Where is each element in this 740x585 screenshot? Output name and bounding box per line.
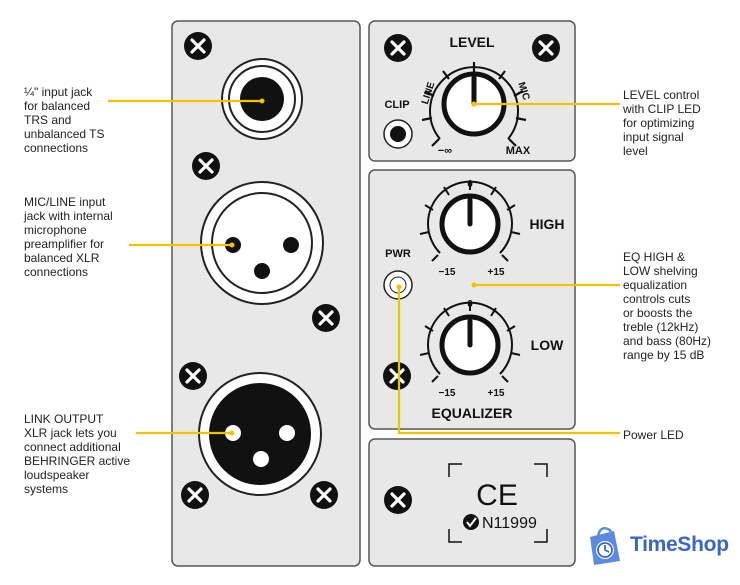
low-label: LOW xyxy=(531,337,564,353)
clip-label: CLIP xyxy=(384,99,409,111)
screw-icon xyxy=(530,32,562,64)
high-label: HIGH xyxy=(530,216,565,232)
screw-icon xyxy=(190,150,222,182)
xlr-input-jack[interactable] xyxy=(200,181,324,305)
callout-eq: EQ HIGH & LOW shelving equalization cont… xyxy=(623,250,712,362)
low-eq-knob[interactable] xyxy=(419,301,521,383)
high-eq-knob[interactable] xyxy=(419,180,521,262)
level-min-label: −∞ xyxy=(438,145,452,157)
mic-label: MIC xyxy=(515,81,531,102)
high-min-label: −15 xyxy=(439,267,456,278)
xlr-link-output-jack[interactable] xyxy=(198,372,322,496)
level-max-label: MAX xyxy=(506,145,531,157)
c-tick-icon xyxy=(463,514,479,530)
screw-icon xyxy=(308,479,340,511)
screw-icon xyxy=(382,484,414,516)
screw-icon xyxy=(177,360,209,392)
leader-lines xyxy=(108,99,620,435)
low-max-label: +15 xyxy=(488,388,505,399)
screw-icon xyxy=(182,30,214,62)
pwr-label: PWR xyxy=(385,248,411,260)
level-label: LEVEL xyxy=(449,34,495,50)
shopping-bag-icon xyxy=(590,527,620,565)
timeshop-watermark: TimeShop xyxy=(582,523,732,569)
clip-led xyxy=(383,119,413,149)
ce-mark: CE xyxy=(476,479,518,512)
callout-mic-line: MIC/LINE input jack with internal microp… xyxy=(24,195,113,279)
screw-icon xyxy=(310,302,342,334)
callout-level-control: LEVEL control with CLIP LED for optimizi… xyxy=(623,88,701,158)
cert-code: N11999 xyxy=(482,515,537,532)
ce-frame xyxy=(448,463,548,543)
equalizer-label: EQUALIZER xyxy=(432,405,513,421)
callout-input-jack: ¼" input jack for balanced TRS and unbal… xyxy=(24,85,105,155)
high-max-label: +15 xyxy=(488,267,505,278)
callout-power-led: Power LED xyxy=(623,428,684,442)
watermark-text: TimeShop xyxy=(630,533,729,556)
low-min-label: −15 xyxy=(439,388,456,399)
screw-icon xyxy=(382,32,414,64)
leader-dots xyxy=(229,98,477,436)
callout-link-output: LINK OUTPUT XLR jack lets you connect ad… xyxy=(24,412,131,496)
screw-icon xyxy=(179,479,211,511)
screw-icon xyxy=(381,360,413,392)
certification-panel xyxy=(368,438,576,567)
